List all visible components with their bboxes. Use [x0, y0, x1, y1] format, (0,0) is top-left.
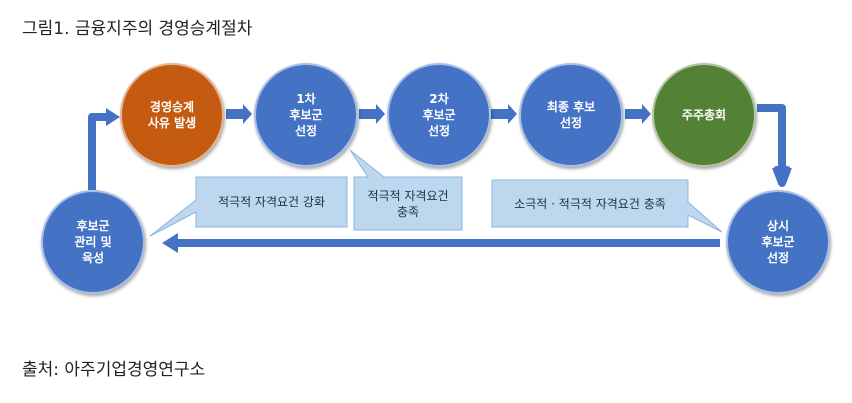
- callout-box-passive-active-satisfy: [491, 179, 723, 233]
- arrow-n2-to-n3: [359, 104, 385, 124]
- arrow-n3-to-n4: [491, 104, 517, 124]
- callout-active-satisfy: 적극적 자격요건 충족: [367, 189, 449, 219]
- arrow-n6-to-n7-shaft: [176, 239, 720, 247]
- node-final-candidate-selection: 최종 후보 선정: [519, 63, 623, 167]
- arrow-n1-to-n2: [226, 104, 252, 124]
- callout-active-strengthen: 적극적 자격요건 강화: [218, 195, 325, 209]
- figure-title: 그림1. 금융지주의 경영승계절차: [22, 19, 253, 39]
- arrow-n4-to-n5: [625, 104, 651, 124]
- node-candidate-management: 후보군 관리 및 육성: [41, 190, 145, 294]
- node-second-candidate-selection: 2차 후보군 선정: [387, 63, 491, 167]
- node-shareholders-meeting: 주주총회: [652, 63, 756, 167]
- callout-box-active-satisfy: [349, 149, 463, 231]
- node-standing-candidate-selection: 상시 후보군 선정: [726, 190, 830, 294]
- callout-box-active-strengthen: [149, 176, 348, 237]
- arrow-n7-to-n1: [88, 113, 108, 190]
- arrow-n5-to-n6-head: [772, 168, 792, 186]
- arrow-n6-to-n7-head: [162, 233, 178, 253]
- node-first-candidate-selection: 1차 후보군 선정: [254, 63, 358, 167]
- arrow-n7-to-n1-head: [106, 108, 120, 126]
- callout-passive-active-satisfy: 소극적 · 적극적 자격요건 충족: [514, 196, 666, 211]
- node-succession-trigger: 경영승계 사유 발생: [120, 63, 224, 167]
- figure-source: 출처: 아주기업경영연구소: [22, 360, 206, 380]
